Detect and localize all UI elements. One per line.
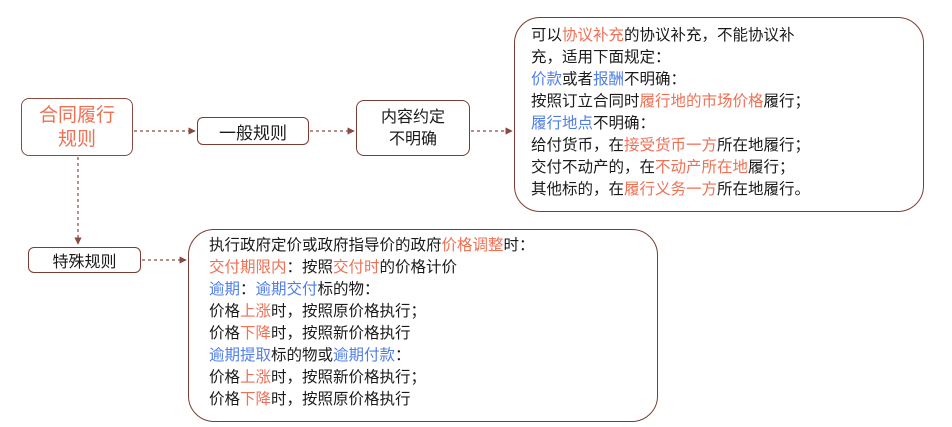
detail-line: 交付期限内：按照交付时的价格计价: [209, 258, 458, 276]
root-node-contract-performance-rules: 合同履行 规则: [21, 98, 133, 156]
detail-line: 交付不动产的，在不动产所在地履行；: [531, 158, 795, 176]
content-unclear-node: 内容约定 不明确: [356, 100, 470, 156]
special-rules-node: 特殊规则: [28, 247, 141, 273]
detail-line: 执行政府定价或政府指导价的政府价格调整时：: [209, 236, 535, 254]
detail-line: 给付货币，在接受货币一方所在地履行；: [531, 136, 811, 154]
general-rules-detail-box: 可以协议补充的协议补充，不能协议补 充，适用下面规定： 价款或者报酬不明确： 按…: [514, 17, 924, 212]
general-rules-node: 一般规则: [197, 117, 309, 145]
special-rules-detail-box: 执行政府定价或政府指导价的政府价格调整时： 交付期限内：按照交付时的价格计价 逾…: [188, 229, 658, 422]
detail-line: 其他标的，在履行义务一方所在地履行。: [531, 180, 811, 198]
detail-line: 充，适用下面规定：: [531, 48, 671, 66]
detail-line: 履行地点不明确：: [531, 114, 656, 132]
detail-line: 按照订立合同时履行地的市场价格履行；: [531, 92, 811, 110]
detail-line: 价款或者报酬不明确：: [531, 70, 687, 88]
detail-line: 价格下降时，按照新价格执行: [209, 324, 411, 342]
detail-line: 价格上涨时，按照新价格执行；: [209, 368, 427, 386]
detail-line: 可以协议补充的协议补充，不能协议补: [531, 26, 795, 44]
detail-line: 价格上涨时，按照原价格执行；: [209, 302, 427, 320]
detail-line: 逾期提取标的物或逾期付款：: [209, 346, 411, 364]
detail-line: 价格下降时，按照原价格执行: [209, 390, 411, 408]
detail-line: 逾期：逾期交付标的物：: [209, 280, 380, 298]
